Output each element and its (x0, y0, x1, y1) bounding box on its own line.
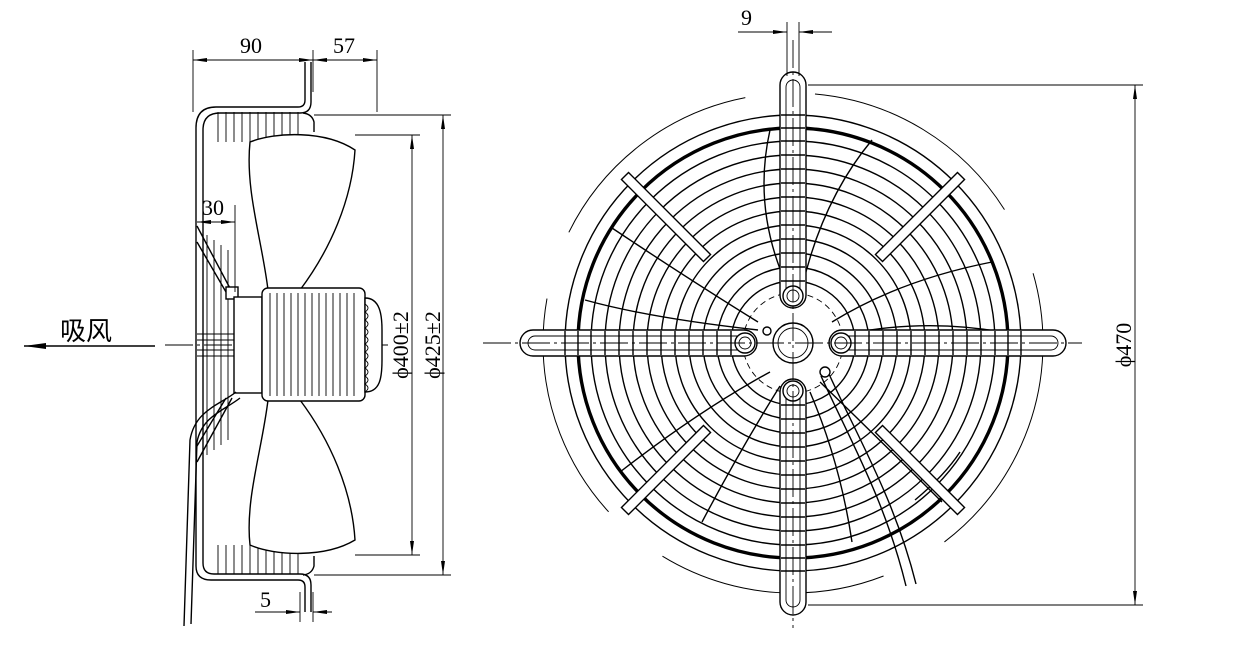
cable-gland (819, 366, 831, 378)
dimension-30: 30 (197, 195, 236, 292)
strut-upper-right (874, 171, 966, 263)
motor-side (225, 286, 383, 402)
dim-d470-label: ϕ470 (1111, 323, 1136, 368)
guard-mesh-bottom (217, 545, 299, 574)
dim-d400-extension-lines (355, 134, 420, 556)
strut-upper-left (620, 171, 712, 263)
dim-d425-extension-lines (314, 114, 451, 576)
dim-d400-label: ϕ400±2 (388, 311, 413, 379)
front-view: 9 ϕ470 (483, 5, 1143, 628)
strut-lower-left (620, 424, 712, 516)
dim-d425-label: ϕ425±2 (420, 311, 445, 379)
guard-center-hub-side (197, 333, 234, 357)
blade-lower (248, 399, 356, 555)
cable-front-b (828, 373, 917, 585)
cable-front-a (820, 375, 907, 587)
airflow-indicator: 吸风 (24, 317, 155, 349)
dimension-5: 5 (255, 587, 332, 622)
screw-small (762, 326, 772, 336)
dimension-depth: 90 57 (192, 33, 378, 112)
dim-5-label: 5 (260, 587, 271, 612)
guard-mesh-middle (206, 235, 229, 455)
cable-side-a (183, 391, 237, 627)
depth-extension-lines (192, 50, 378, 112)
guard-spoke-upper (196, 225, 233, 293)
dimension-diameters-side: ϕ400±2 ϕ425±2 (314, 114, 451, 576)
dim-57-label: 57 (333, 33, 355, 58)
airflow-label: 吸风 (60, 317, 112, 347)
motor-end-cap-scallops (364, 303, 369, 393)
cable-front (819, 366, 917, 587)
dim-90-label: 90 (240, 33, 262, 58)
cable-side-b (190, 397, 241, 625)
fan-ring-side (302, 112, 315, 576)
guard-mesh-side (196, 112, 299, 574)
side-view: 吸风 (24, 33, 451, 627)
blade-upper (248, 133, 356, 291)
guard-mesh-top (217, 112, 299, 142)
dim-9-label: 9 (741, 5, 752, 30)
motor-connector (233, 296, 263, 394)
dim-30-label: 30 (202, 195, 224, 220)
dim-d470-extension-lines (808, 84, 1143, 606)
dimension-9: 9 (738, 5, 832, 76)
dim-5-extension-lines (299, 592, 314, 622)
dimension-d470: ϕ470 (808, 84, 1143, 606)
guard-struts (620, 171, 966, 516)
motor-end-cap (364, 297, 383, 393)
strut-lower-right (874, 424, 966, 516)
motor-cooling-fins (269, 293, 355, 396)
guard-bracket-outer (195, 62, 306, 612)
